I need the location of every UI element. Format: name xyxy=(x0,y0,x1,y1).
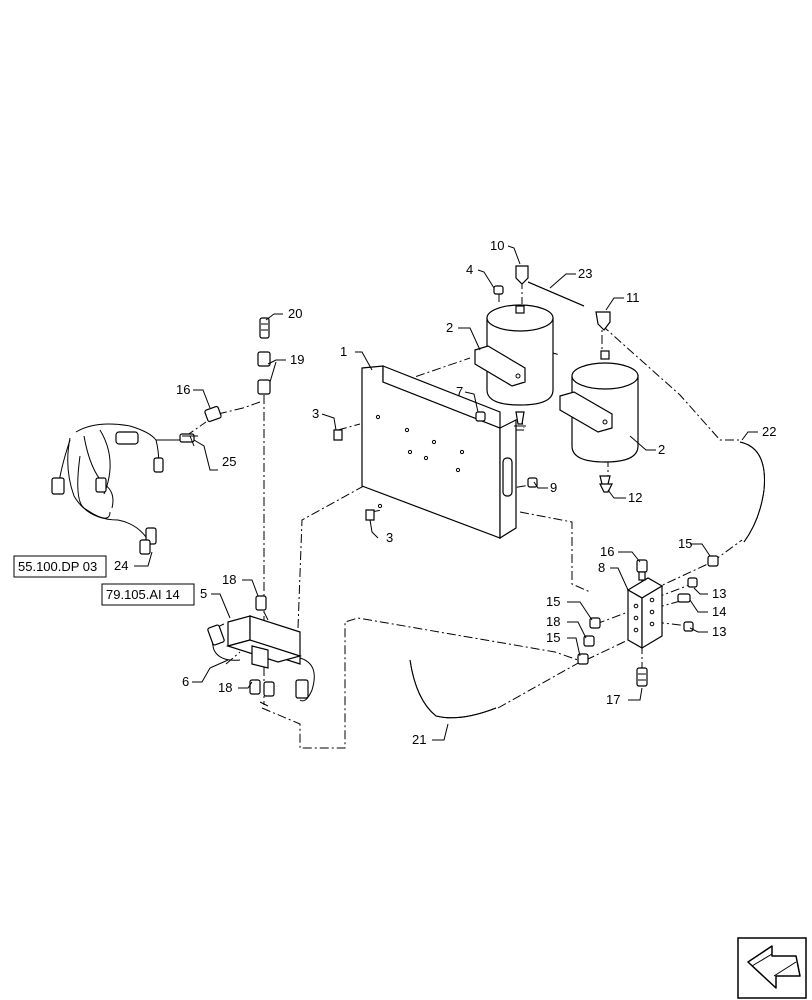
callout-3-lower: 3 xyxy=(386,530,393,545)
callout-15-left-top: 15 xyxy=(546,594,560,609)
callout-4: 4 xyxy=(466,262,473,277)
air-tank-lower xyxy=(559,350,639,489)
callout-12: 12 xyxy=(628,490,642,505)
callout-13-bottom: 13 xyxy=(712,624,726,639)
mounting-plate xyxy=(361,365,517,540)
callout-18-block: 18 xyxy=(546,614,560,629)
back-arrow-icon[interactable] xyxy=(737,937,807,999)
leader-lines xyxy=(134,245,758,741)
callout-21: 21 xyxy=(412,732,426,747)
callout-15-left-bottom: 15 xyxy=(546,630,560,645)
reference-label-55-100[interactable]: 55.100.DP 03 xyxy=(18,559,97,574)
callout-22: 22 xyxy=(762,424,776,439)
valve-block-manifold xyxy=(626,559,664,687)
callout-25: 25 xyxy=(222,454,236,469)
callout-9: 9 xyxy=(550,480,557,495)
callout-10: 10 xyxy=(490,238,504,253)
callout-19: 19 xyxy=(290,352,304,367)
callout-2-upper-tank: 2 xyxy=(446,320,453,335)
callout-1: 1 xyxy=(340,344,347,359)
callout-7: 7 xyxy=(456,384,463,399)
callout-15-right: 15 xyxy=(678,536,692,551)
callout-16-harness: 16 xyxy=(176,382,190,397)
callout-17: 17 xyxy=(606,692,620,707)
callout-2-lower-tank: 2 xyxy=(658,442,665,457)
air-tank-upper xyxy=(474,304,554,431)
callout-3-upper: 3 xyxy=(312,406,319,421)
solenoid-valve-assembly xyxy=(207,615,315,702)
callout-18-valve-top: 18 xyxy=(222,572,236,587)
hoses xyxy=(409,281,765,719)
callout-13-top: 13 xyxy=(712,586,726,601)
wiring-harness xyxy=(51,423,195,555)
callout-16-block: 16 xyxy=(600,544,614,559)
callout-24: 24 xyxy=(114,558,128,573)
callout-11: 11 xyxy=(626,290,640,305)
callout-6: 6 xyxy=(182,674,189,689)
callout-numbers: 1 2 2 3 3 4 7 9 10 23 11 12 22 16 8 15 1… xyxy=(114,238,776,747)
callout-23: 23 xyxy=(578,266,592,281)
callout-8: 8 xyxy=(598,560,605,575)
callout-18-valve-bottom: 18 xyxy=(218,680,232,695)
callout-5: 5 xyxy=(200,586,207,601)
callout-20: 20 xyxy=(288,306,302,321)
reference-box-55-100[interactable]: 55.100.DP 03 xyxy=(13,555,107,578)
callout-14: 14 xyxy=(712,604,726,619)
reference-label-79-105[interactable]: 79.105.AI 14 xyxy=(106,587,180,602)
fittings xyxy=(182,265,719,697)
reference-box-79-105[interactable]: 79.105.AI 14 xyxy=(101,583,195,606)
